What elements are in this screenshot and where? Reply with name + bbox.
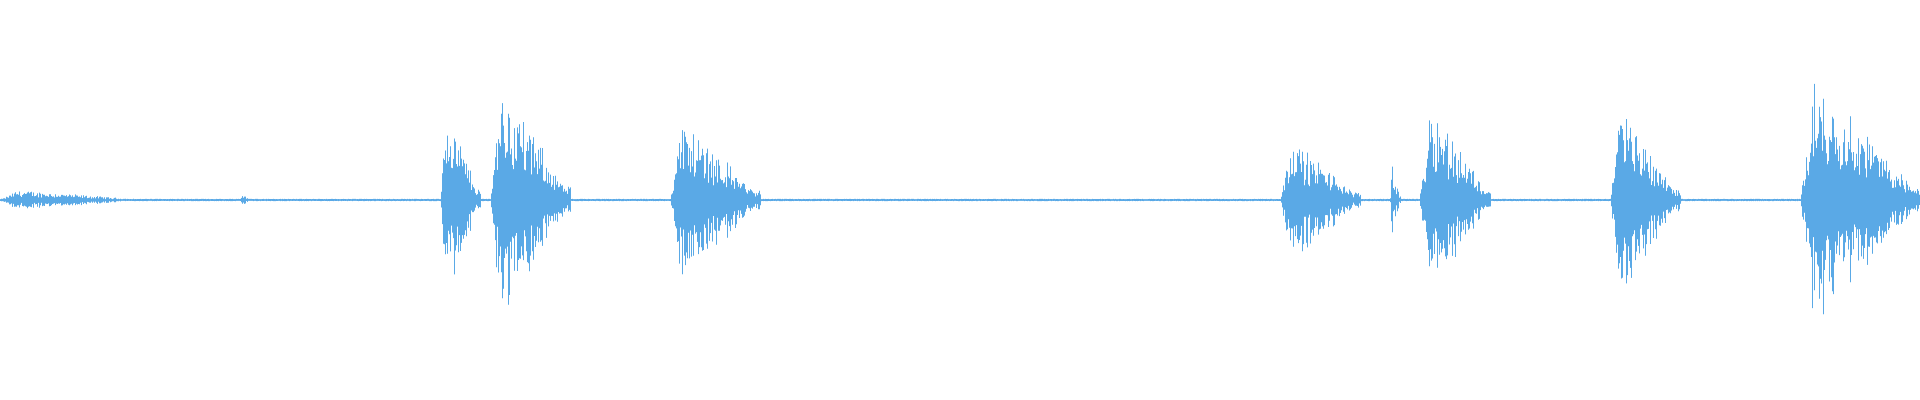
- waveform-bars: [0, 83, 1920, 315]
- waveform-samples: [0, 83, 1920, 315]
